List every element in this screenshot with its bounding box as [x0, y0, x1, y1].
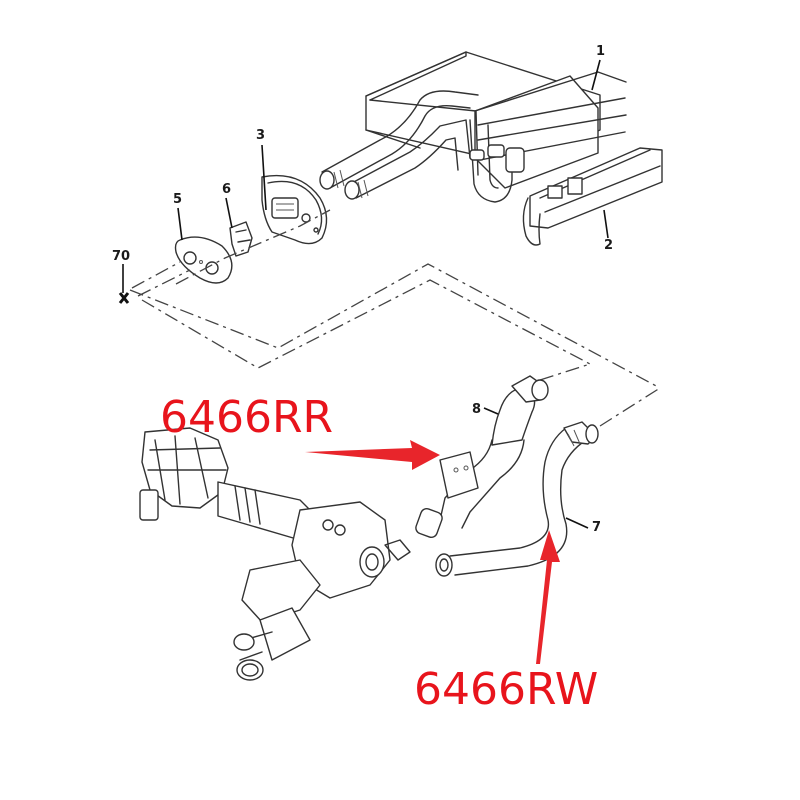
heater-pipes-drawing [319, 90, 525, 203]
thermostat-housing-drawing [139, 427, 411, 681]
seal-plate-drawing [261, 174, 328, 245]
callout-5: 5 [173, 192, 183, 207]
clip-drawing [229, 221, 253, 257]
callout-3: 3 [256, 128, 266, 143]
arrow-to-6466RR [305, 440, 440, 470]
pipe-bracket-drawing [522, 147, 663, 246]
part-number-6466RR: 6466RR [160, 392, 334, 443]
part-number-6466RW: 6466RW [414, 664, 599, 715]
assembly-guide-lines [129, 209, 661, 427]
feed-hose-drawing [415, 375, 549, 538]
arrow-to-6466RW [536, 530, 560, 664]
heater-matrix-drawing [365, 51, 627, 189]
callout-2: 2 [604, 238, 614, 253]
grommet-drawing [174, 236, 233, 284]
callout-8: 8 [472, 402, 482, 417]
callout-6: 6 [222, 182, 232, 197]
fastener-mark [118, 292, 130, 304]
callout-1: 1 [596, 44, 606, 59]
callout-70: 70 [112, 249, 131, 264]
callout-leader-lines [122, 59, 609, 293]
callout-7: 7 [592, 520, 602, 535]
return-hose-drawing [435, 421, 599, 577]
